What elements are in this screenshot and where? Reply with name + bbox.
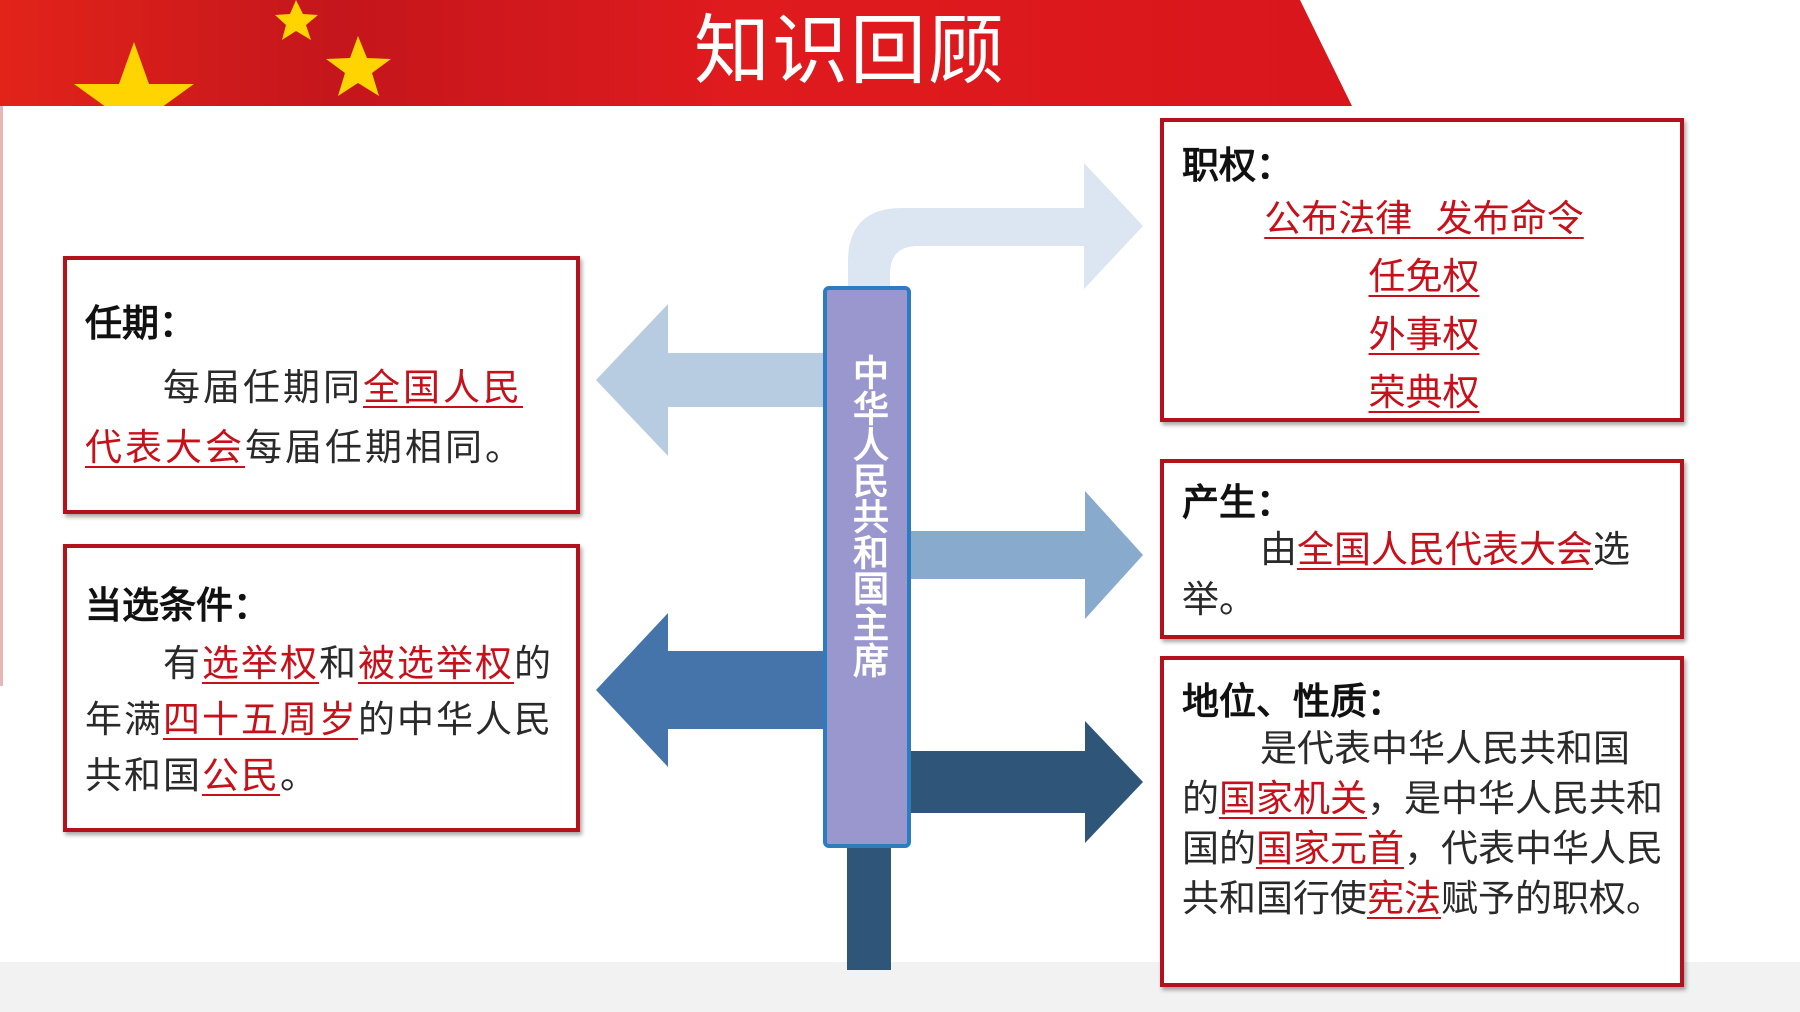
status-highlight-head-of-state: 国家元首 bbox=[1256, 827, 1404, 870]
term-highlight-npc: 全国人民代表大会 bbox=[85, 366, 523, 469]
left-divider bbox=[0, 106, 3, 686]
status-heading: 地位、性质： bbox=[1182, 679, 1404, 723]
election-box: 产生： 由全国人民代表大会选举。 bbox=[1160, 459, 1684, 639]
election-highlight-npc: 全国人民代表大会 bbox=[1297, 528, 1593, 571]
banner-background bbox=[0, 0, 1352, 152]
status-box: 地位、性质： 是代表中华人民共和国的国家机关，是中华人民共和国的国家元首，代表中… bbox=[1160, 656, 1684, 987]
star-icon bbox=[275, 0, 318, 40]
arrow-left-term bbox=[596, 304, 828, 456]
election-heading: 产生： bbox=[1182, 480, 1293, 524]
eligibility-highlight-vote: 选举权 bbox=[202, 642, 319, 685]
powers-item-appoint: 任免权 bbox=[1368, 255, 1480, 298]
eligibility-text-5: 。 bbox=[280, 754, 319, 797]
arrow-right-election bbox=[905, 491, 1143, 619]
status-text-3: ，代表中华人民共和国行使 bbox=[1182, 827, 1663, 920]
eligibility-text-3: 的年满 bbox=[85, 642, 553, 741]
status-text: 是代表中华人民共和国的国家机关，是中华人民共和国的国家元首，代表中华人民共和国行… bbox=[1182, 724, 1666, 924]
eligibility-text-4: 的中华人民共和国 bbox=[85, 698, 553, 797]
center-stem bbox=[847, 840, 891, 970]
eligibility-heading: 当选条件： bbox=[85, 583, 270, 627]
powers-item-publish: 公布法律 发布命令 bbox=[1264, 197, 1584, 240]
status-highlight-organ: 国家机关 bbox=[1219, 777, 1367, 820]
eligibility-highlight-age: 四十五周岁 bbox=[163, 698, 358, 741]
powers-heading: 职权： bbox=[1182, 143, 1293, 187]
term-text: 每届任期同全国人民代表大会每届任期相同。 bbox=[85, 358, 562, 478]
eligibility-highlight-citizen: 公民 bbox=[202, 754, 280, 797]
status-text-1: 是代表中华人民共和国的 bbox=[1182, 727, 1630, 820]
powers-item-honor: 荣典权 bbox=[1368, 371, 1480, 414]
status-text-2: ，是中华人民共和国的 bbox=[1182, 777, 1663, 870]
star-icon bbox=[74, 42, 194, 152]
star-icon bbox=[326, 36, 391, 96]
term-box: 任期： 每届任期同全国人民代表大会每届任期相同。 bbox=[63, 256, 580, 514]
powers-item-foreign: 外事权 bbox=[1368, 313, 1480, 356]
powers-item: 荣典权 bbox=[1182, 364, 1666, 422]
powers-item: 公布法律 发布命令 bbox=[1182, 190, 1666, 248]
election-text-1: 由 bbox=[1260, 528, 1297, 571]
arrow-right-status bbox=[905, 721, 1143, 843]
status-text-4: 赋予的职权。 bbox=[1441, 877, 1663, 920]
powers-box: 职权： 公布法律 发布命令 任免权 外事权 荣典权 bbox=[1160, 118, 1684, 422]
center-node: 中华人民共和国主席 bbox=[823, 286, 911, 848]
arrow-right-powers bbox=[848, 163, 1143, 289]
powers-item: 外事权 bbox=[1182, 306, 1666, 364]
title-banner: 知识回顾 bbox=[0, 0, 1800, 152]
term-heading: 任期： bbox=[85, 301, 196, 345]
eligibility-text-2: 和 bbox=[319, 642, 358, 685]
page-title: 知识回顾 bbox=[694, 6, 1006, 95]
eligibility-highlight-be-elected: 被选举权 bbox=[358, 642, 514, 685]
center-label: 中华人民共和国主席 bbox=[847, 354, 888, 678]
election-text-2: 选举。 bbox=[1182, 528, 1630, 621]
eligibility-text: 有选举权和被选举权的年满四十五周岁的中华人民共和国公民。 bbox=[85, 636, 562, 804]
eligibility-text-1: 有 bbox=[163, 642, 202, 685]
term-text-2: 每届任期相同。 bbox=[245, 426, 525, 469]
term-text-1: 每届任期同 bbox=[163, 366, 363, 409]
powers-item: 任免权 bbox=[1182, 248, 1666, 306]
eligibility-box: 当选条件： 有选举权和被选举权的年满四十五周岁的中华人民共和国公民。 bbox=[63, 544, 580, 832]
election-text: 由全国人民代表大会选举。 bbox=[1182, 525, 1666, 625]
status-highlight-constitution: 宪法 bbox=[1367, 877, 1441, 920]
arrow-left-eligibility bbox=[596, 613, 828, 767]
